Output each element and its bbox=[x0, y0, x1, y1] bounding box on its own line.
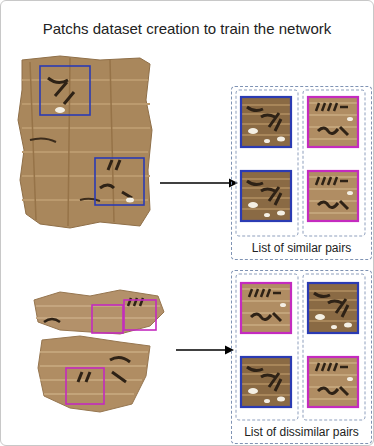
panel-caption: List of dissimilar pairs bbox=[232, 425, 371, 439]
diagram-title: Patchs dataset creation to train the net… bbox=[6, 20, 368, 37]
panel-caption: List of similar pairs bbox=[232, 241, 371, 255]
patch-pairs bbox=[232, 271, 371, 443]
pairs-panel: List of dissimilar pairs bbox=[231, 270, 372, 444]
patch-pairs bbox=[232, 87, 371, 259]
pairs-panel: List of similar pairs bbox=[231, 86, 372, 260]
